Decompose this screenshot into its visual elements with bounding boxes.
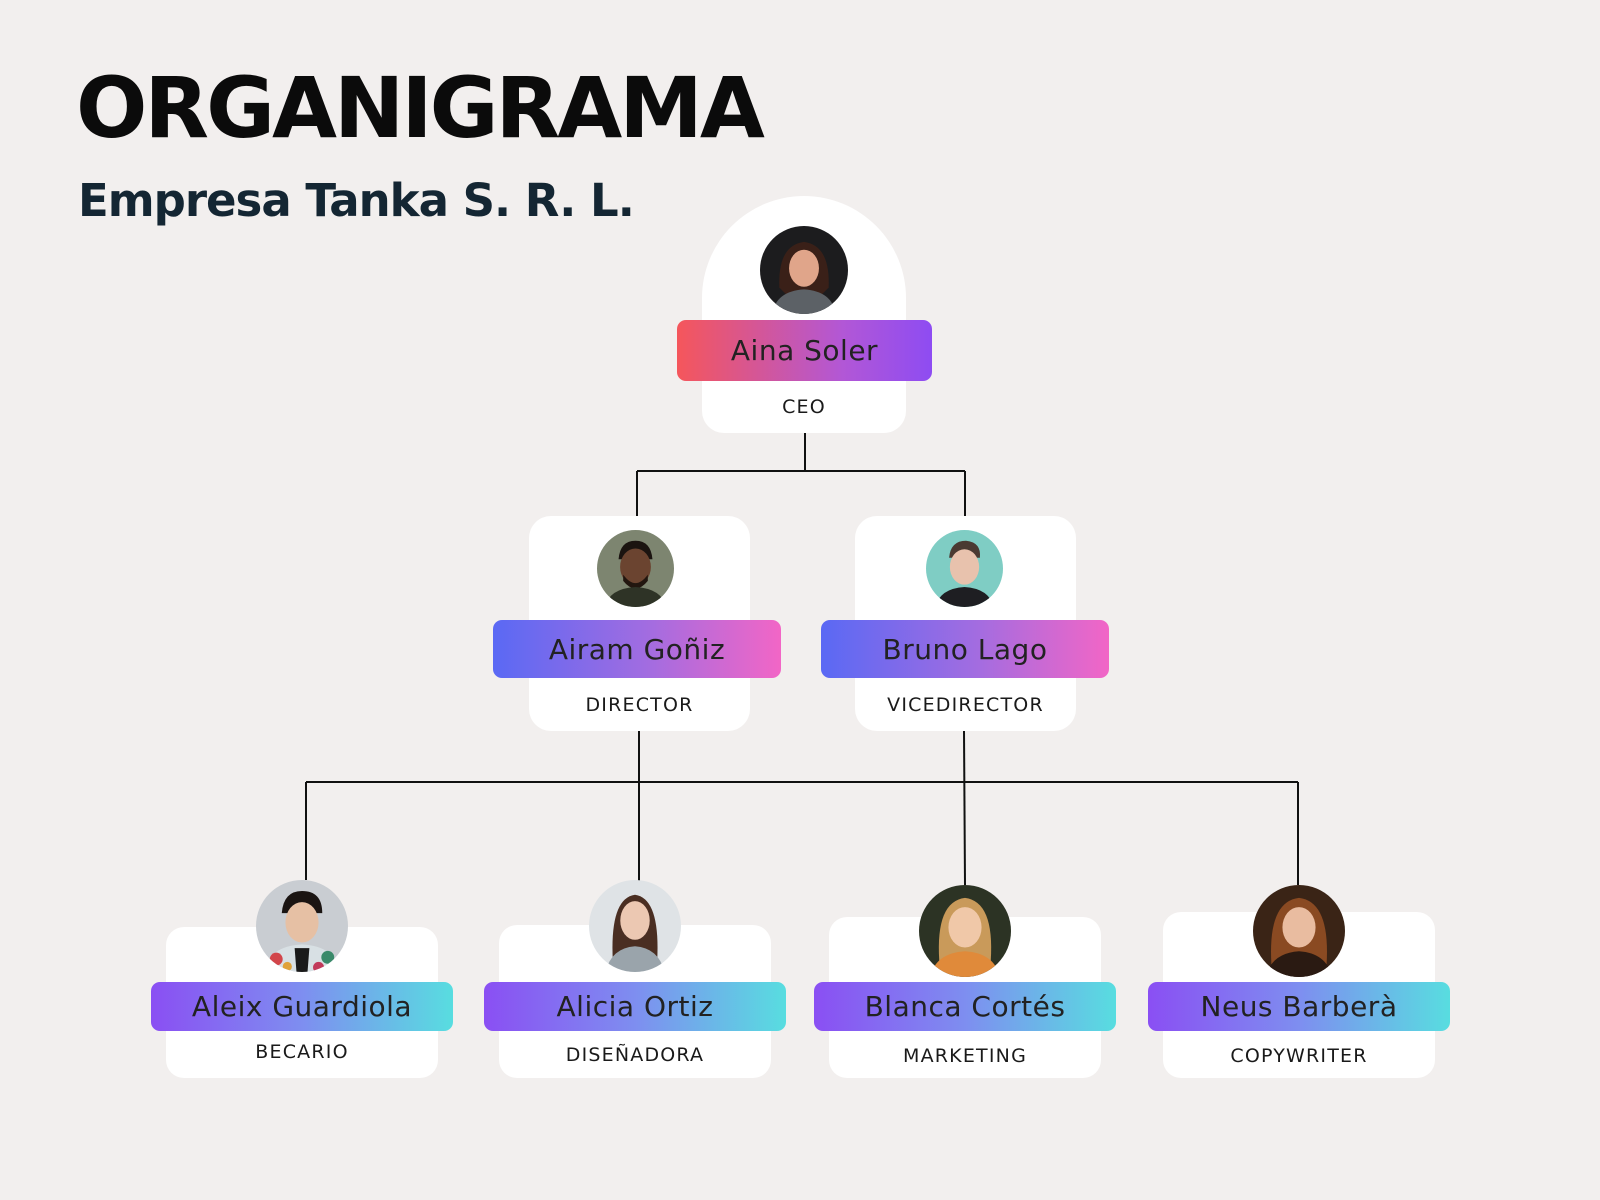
chart-title: ORGANIGRAMA	[76, 59, 765, 157]
person-photo-icon	[760, 226, 848, 314]
person-photo-icon	[926, 530, 1003, 607]
name-director: Airam Goñiz	[548, 632, 726, 666]
person-photo-icon	[1253, 885, 1345, 977]
name-bar-vicedirector: Bruno Lago	[821, 620, 1109, 678]
person-photo-icon	[256, 880, 348, 972]
name-marketing: Blanca Cortés	[864, 990, 1066, 1023]
avatar-vicedirector	[926, 530, 1003, 607]
person-photo-icon	[597, 530, 674, 607]
person-photo-icon	[589, 880, 681, 972]
name-bar-director: Airam Goñiz	[493, 620, 781, 678]
name-bar-disenadora: Alicia Ortiz	[484, 982, 786, 1031]
role-copywriter: COPYWRITER	[1230, 1045, 1368, 1067]
role-becario: BECARIO	[255, 1041, 349, 1063]
name-copywriter: Neus Barberà	[1200, 990, 1398, 1023]
avatar-ceo	[760, 226, 848, 314]
company-name: Empresa Tanka S. R. L.	[78, 174, 635, 227]
name-disenadora: Alicia Ortiz	[556, 990, 714, 1023]
role-disenadora: DISEÑADORA	[565, 1044, 705, 1066]
name-becario: Aleix Guardiola	[191, 990, 413, 1023]
avatar-copywriter	[1253, 885, 1345, 977]
connector-vicedirector-down	[963, 730, 966, 886]
person-photo-icon	[919, 885, 1011, 977]
name-bar-marketing: Blanca Cortés	[814, 982, 1116, 1031]
avatar-becario	[256, 880, 348, 972]
name-bar-ceo: Aina Soler	[677, 320, 932, 381]
role-ceo: CEO	[782, 396, 826, 418]
name-ceo: Aina Soler	[730, 334, 879, 367]
name-bar-copywriter: Neus Barberà	[1148, 982, 1450, 1031]
name-vicedirector: Bruno Lago	[882, 632, 1048, 666]
avatar-marketing	[919, 885, 1011, 977]
role-director: DIRECTOR	[585, 694, 694, 716]
avatar-director	[597, 530, 674, 607]
role-vicedirector: VICEDIRECTOR	[887, 694, 1044, 716]
name-bar-becario: Aleix Guardiola	[151, 982, 453, 1031]
role-marketing: MARKETING	[902, 1045, 1027, 1067]
avatar-disenadora	[589, 880, 681, 972]
